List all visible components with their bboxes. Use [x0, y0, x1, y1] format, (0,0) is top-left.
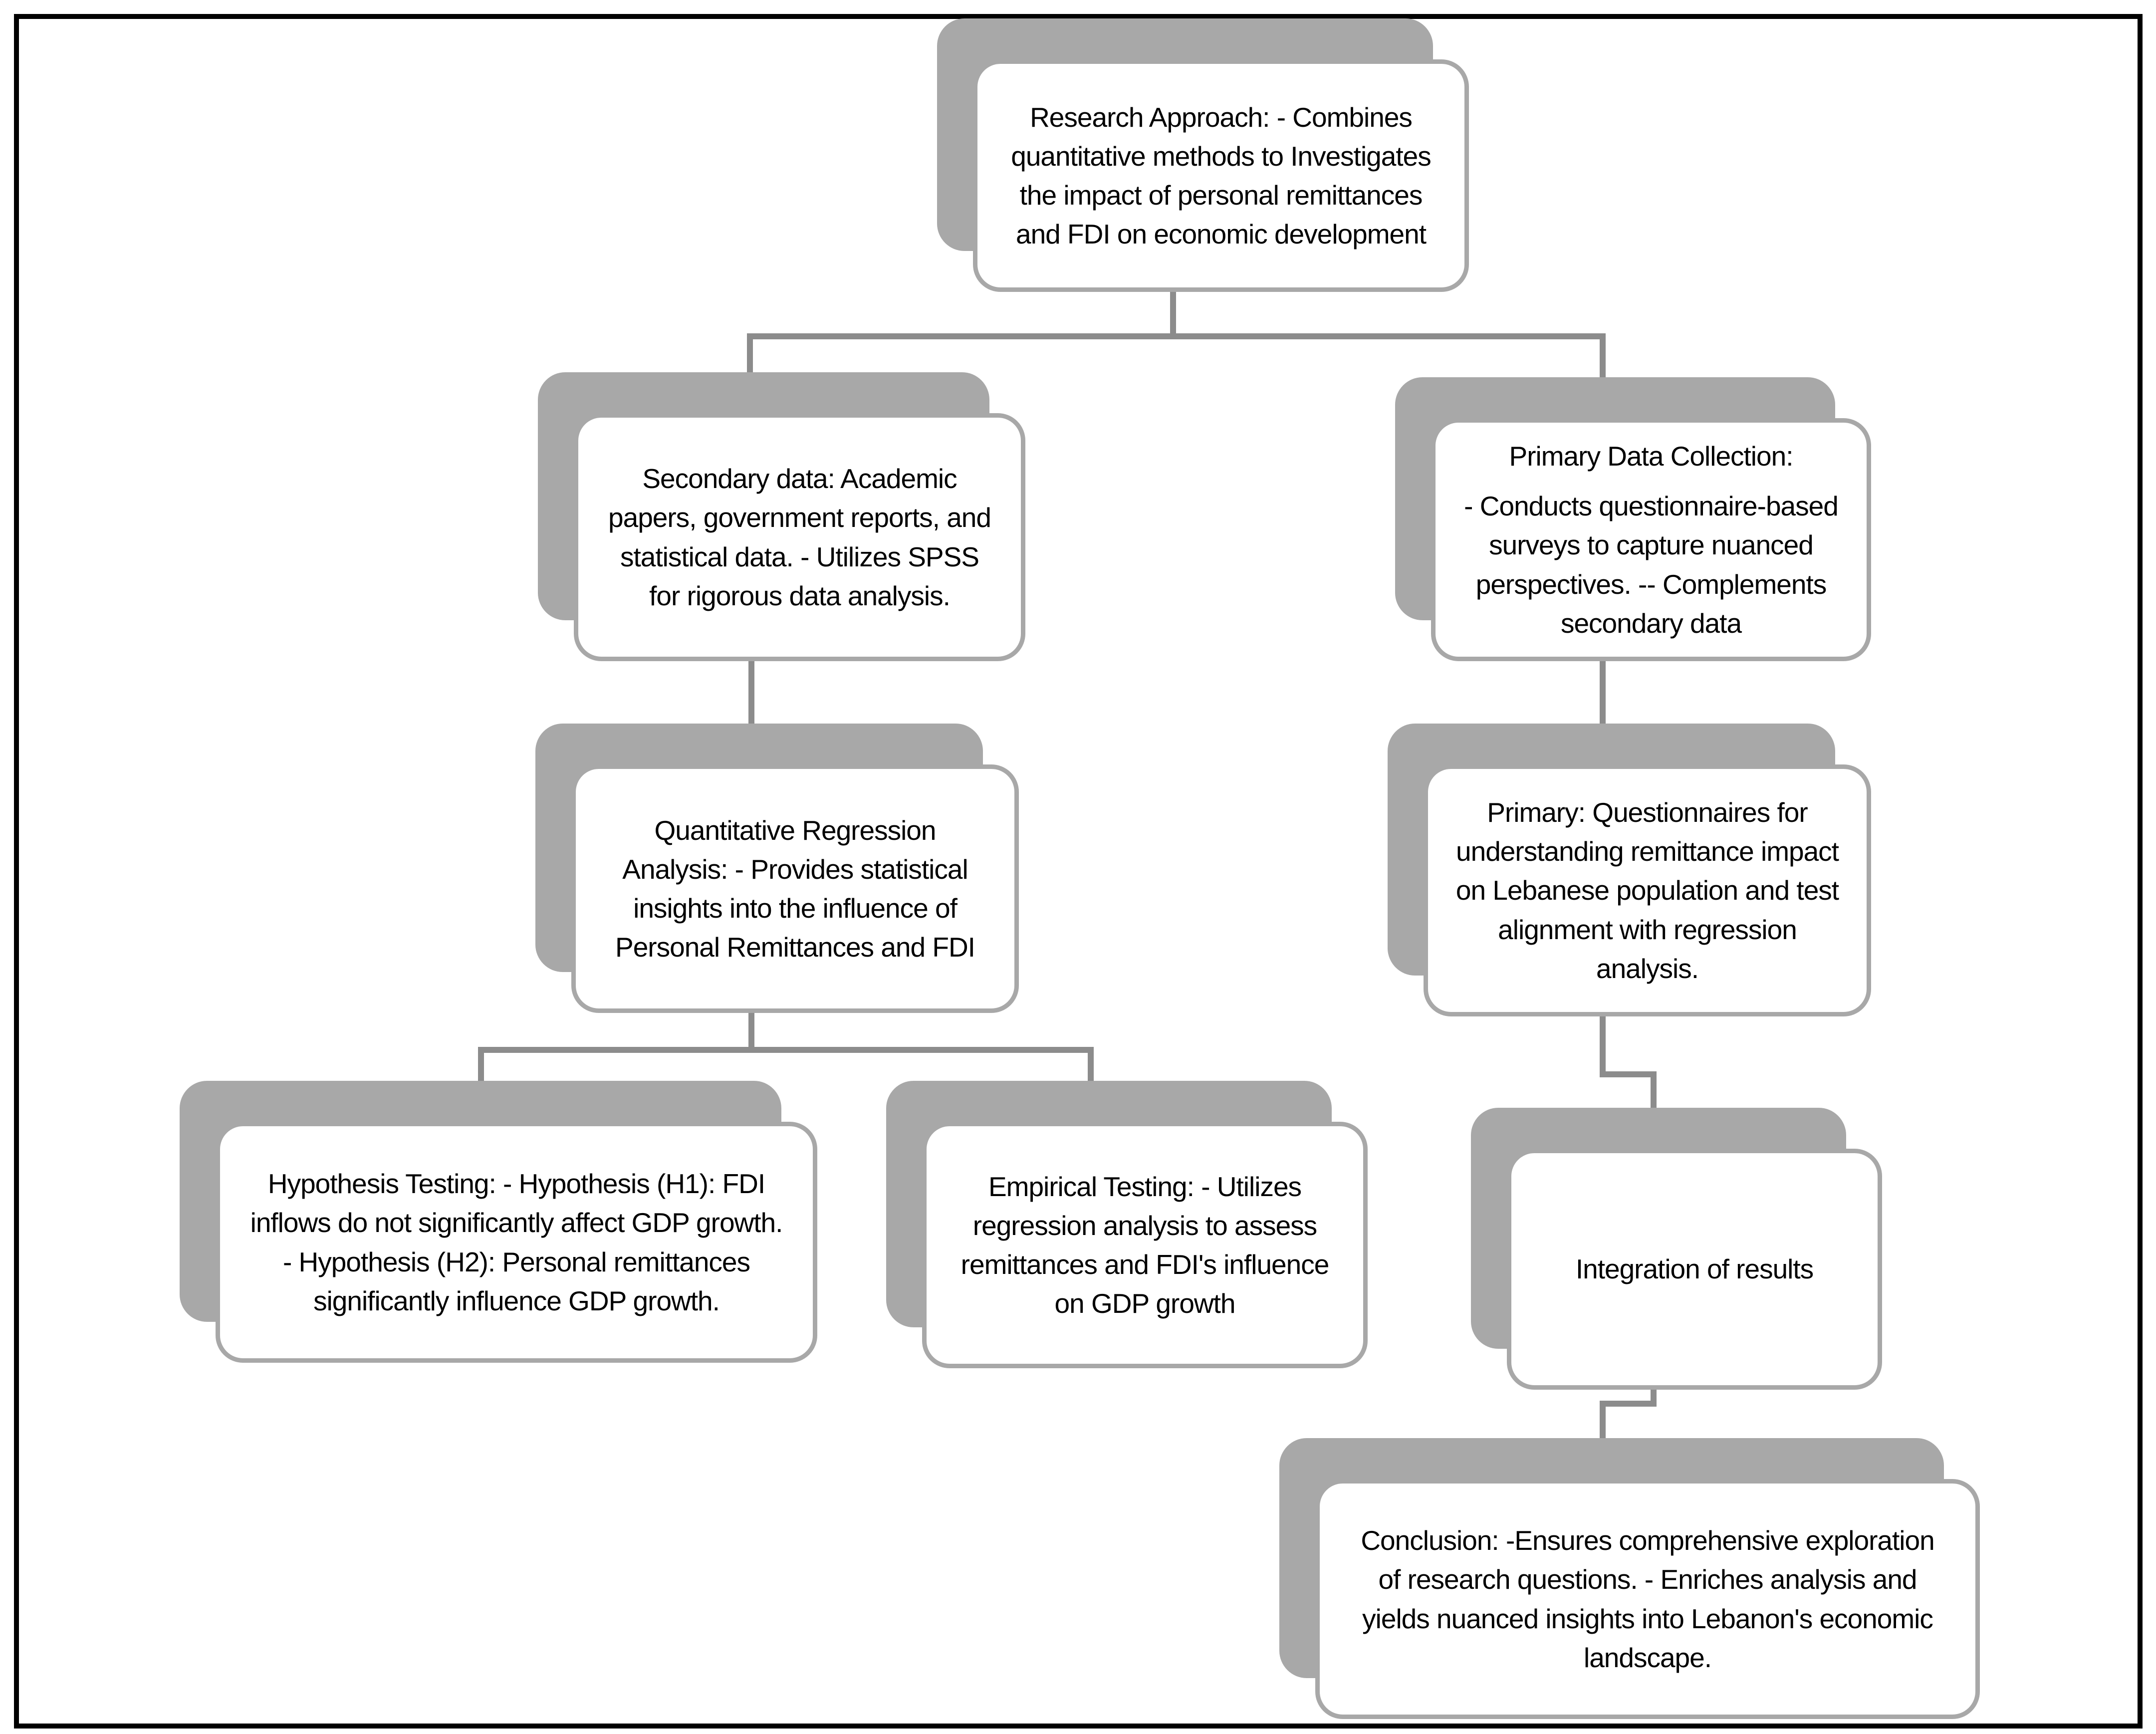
node-box: Research Approach: - Combines quantitati…	[973, 59, 1469, 292]
node-title: Primary Data Collection:	[1509, 441, 1794, 472]
node-primary-data-collection: Primary Data Collection: - Conducts ques…	[1395, 377, 1871, 661]
node-empirical-testing: Empirical Testing: - Utilizes regression…	[886, 1081, 1368, 1368]
node-box: Integration of results	[1507, 1149, 1882, 1390]
connector-root-stem	[1170, 292, 1176, 339]
node-research-approach: Research Approach: - Combines quantitati…	[937, 18, 1469, 292]
node-box: Empirical Testing: - Utilizes regression…	[922, 1122, 1368, 1368]
node-box: Hypothesis Testing: - Hypothesis (H1): F…	[216, 1122, 817, 1363]
connector-level3-crossbar	[478, 1047, 1094, 1053]
node-box: Conclusion: -Ensures comprehensive explo…	[1315, 1479, 1980, 1719]
node-quantitative-regression-analysis: Quantitative Regression Analysis: - Prov…	[535, 724, 1019, 1013]
node-text: Research Approach: - Combines quantitati…	[1011, 101, 1431, 250]
connector-regression-stem	[748, 1013, 754, 1053]
connector-level1-crossbar	[747, 333, 1606, 339]
connector-integration-elbow-across	[1600, 1401, 1657, 1407]
node-text: Secondary data: Academic papers, governm…	[608, 463, 991, 611]
node-integration-of-results: Integration of results	[1471, 1108, 1882, 1390]
node-text: Primary: Questionnaires for understandin…	[1455, 797, 1839, 984]
node-conclusion: Conclusion: -Ensures comprehensive explo…	[1279, 1438, 1980, 1719]
node-box: Primary Data Collection: - Conducts ques…	[1431, 418, 1871, 661]
node-text: - Conducts questionnaire-based surveys t…	[1464, 491, 1839, 639]
connector-questionnaires-elbow-down	[1600, 1016, 1606, 1077]
node-text: Quantitative Regression Analysis: - Prov…	[615, 814, 975, 963]
node-text: Hypothesis Testing: - Hypothesis (H1): F…	[250, 1168, 783, 1316]
node-secondary-data: Secondary data: Academic papers, governm…	[538, 372, 1025, 661]
connector-questionnaires-elbow-across	[1600, 1071, 1657, 1077]
node-primary-questionnaires: Primary: Questionnaires for understandin…	[1388, 724, 1871, 1016]
node-box: Primary: Questionnaires for understandin…	[1424, 764, 1871, 1016]
node-hypothesis-testing: Hypothesis Testing: - Hypothesis (H1): F…	[180, 1081, 817, 1363]
node-box: Secondary data: Academic papers, governm…	[574, 413, 1025, 661]
node-text: Integration of results	[1575, 1253, 1814, 1285]
node-text: Empirical Testing: - Utilizes regression…	[960, 1171, 1330, 1319]
node-text: Conclusion: -Ensures comprehensive explo…	[1361, 1525, 1934, 1673]
node-box: Quantitative Regression Analysis: - Prov…	[571, 764, 1019, 1013]
page-border-frame	[14, 14, 2143, 1729]
